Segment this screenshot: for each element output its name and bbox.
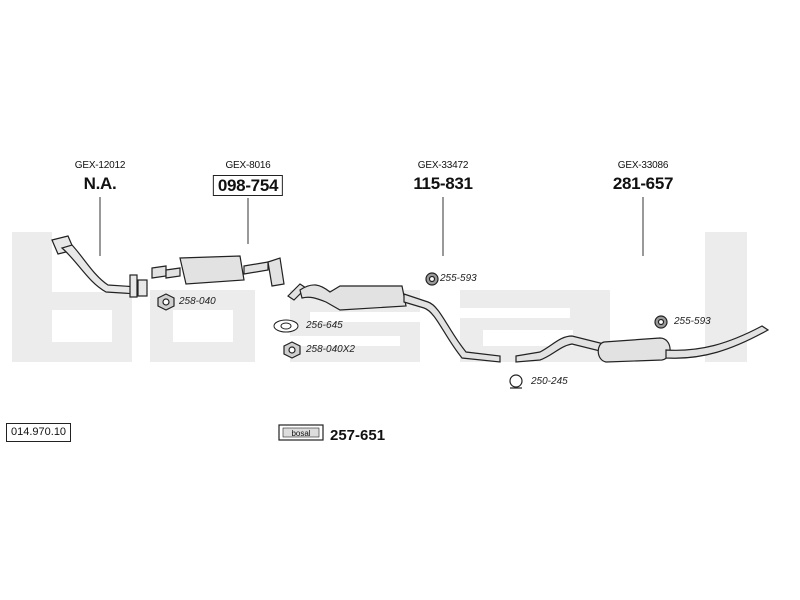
accessory-label: 255-593	[440, 273, 477, 284]
middle-silencer-pipe	[287, 283, 501, 363]
oe-code-rear-silencer: GEX-33086	[617, 160, 669, 171]
part-number-rear-silencer: 281-657	[612, 174, 674, 193]
clamp-icon	[509, 374, 523, 389]
nut-icon	[157, 293, 175, 311]
gasket-icon	[273, 319, 299, 333]
oe-code-middle-silencer: GEX-33472	[417, 160, 469, 171]
rubber-hanger-icon	[654, 315, 668, 329]
leader-lines	[99, 197, 644, 256]
part-number-catalytic-converter: 098-754	[212, 175, 284, 196]
part-number-front-pipe: N.A.	[83, 174, 117, 193]
rubber-hanger-icon	[425, 272, 439, 286]
oe-code-front-pipe: GEX-12012	[74, 160, 126, 171]
accessory-label: 258-040X2	[306, 344, 355, 355]
accessory-label: 250-245	[531, 376, 568, 387]
mounting-kit-logo-text: bosal	[291, 429, 310, 438]
catalytic-converter	[151, 255, 285, 287]
mounting-kit-logo: bosal	[278, 424, 324, 441]
nut-icon	[283, 341, 301, 359]
catalog-number: 014.970.10	[6, 423, 72, 442]
mounting-kit-number: 257-651	[330, 427, 386, 444]
oe-code-catalytic-converter: GEX-8016	[225, 160, 271, 171]
front-pipe	[51, 235, 148, 298]
accessory-label: 255-593	[674, 316, 711, 327]
accessory-label: 256-645	[306, 320, 343, 331]
part-number-middle-silencer: 115-831	[413, 174, 473, 193]
accessory-label: 258-040	[179, 296, 216, 307]
rear-silencer-pipe	[515, 325, 770, 363]
bosal-watermark	[12, 232, 747, 362]
